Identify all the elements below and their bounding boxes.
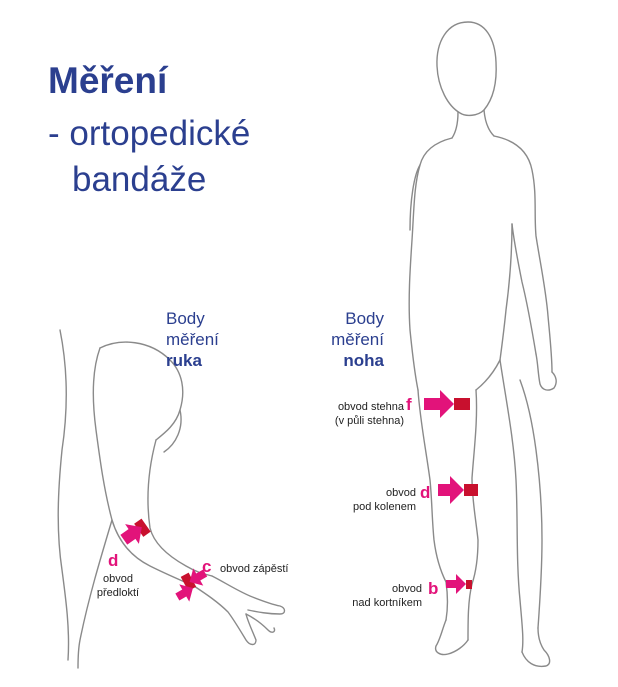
arm-d-label: obvod předloktí	[96, 573, 140, 599]
arm-section-heading: Body měření ruka	[166, 308, 219, 371]
leg-section-line2: měření	[331, 330, 384, 349]
arm-figure-outline	[57, 329, 286, 669]
arm-section-line2: měření	[166, 330, 219, 349]
leg-d-arrow-icon	[438, 476, 464, 504]
title-subtitle-line2: bandáže	[72, 160, 207, 199]
leg-d-letter: d	[420, 483, 431, 502]
leg-b-label: obvod nad kortníkem	[352, 583, 422, 609]
leg-f-band	[454, 398, 470, 410]
arm-c-arrow-lower-icon	[175, 584, 193, 602]
title-main: Měření	[48, 60, 168, 101]
title-subtitle-line1: - ortopedické	[48, 114, 251, 153]
arm-c-letter: c	[202, 557, 212, 576]
leg-section-heading: Body měření noha	[318, 308, 384, 371]
arm-d-arrow-icon	[120, 524, 142, 545]
leg-markers	[424, 390, 478, 594]
leg-d-band	[464, 484, 478, 496]
arm-markers	[120, 518, 208, 602]
arm-c-label: obvod zápěstí	[220, 563, 289, 575]
arm-c-band	[180, 572, 197, 591]
leg-d-label: obvod pod kolenem	[353, 487, 416, 513]
arm-section-line3: ruka	[166, 351, 202, 370]
leg-section-line1: Body	[345, 309, 384, 328]
standing-figure-outline	[408, 21, 557, 668]
arm-d-band	[134, 518, 151, 537]
leg-b-band	[466, 580, 472, 589]
leg-f-label: obvod stehna (v půli stehna)	[334, 401, 404, 427]
leg-section-line3: noha	[343, 351, 384, 370]
leg-f-letter: f	[406, 395, 412, 414]
arm-section-line1: Body	[166, 309, 205, 328]
leg-b-letter: b	[428, 579, 439, 598]
leg-b-arrow-icon	[446, 574, 466, 594]
leg-f-arrow-icon	[424, 390, 454, 418]
arm-d-letter: d	[108, 551, 119, 570]
arm-c-arrow-upper-icon	[189, 568, 208, 586]
